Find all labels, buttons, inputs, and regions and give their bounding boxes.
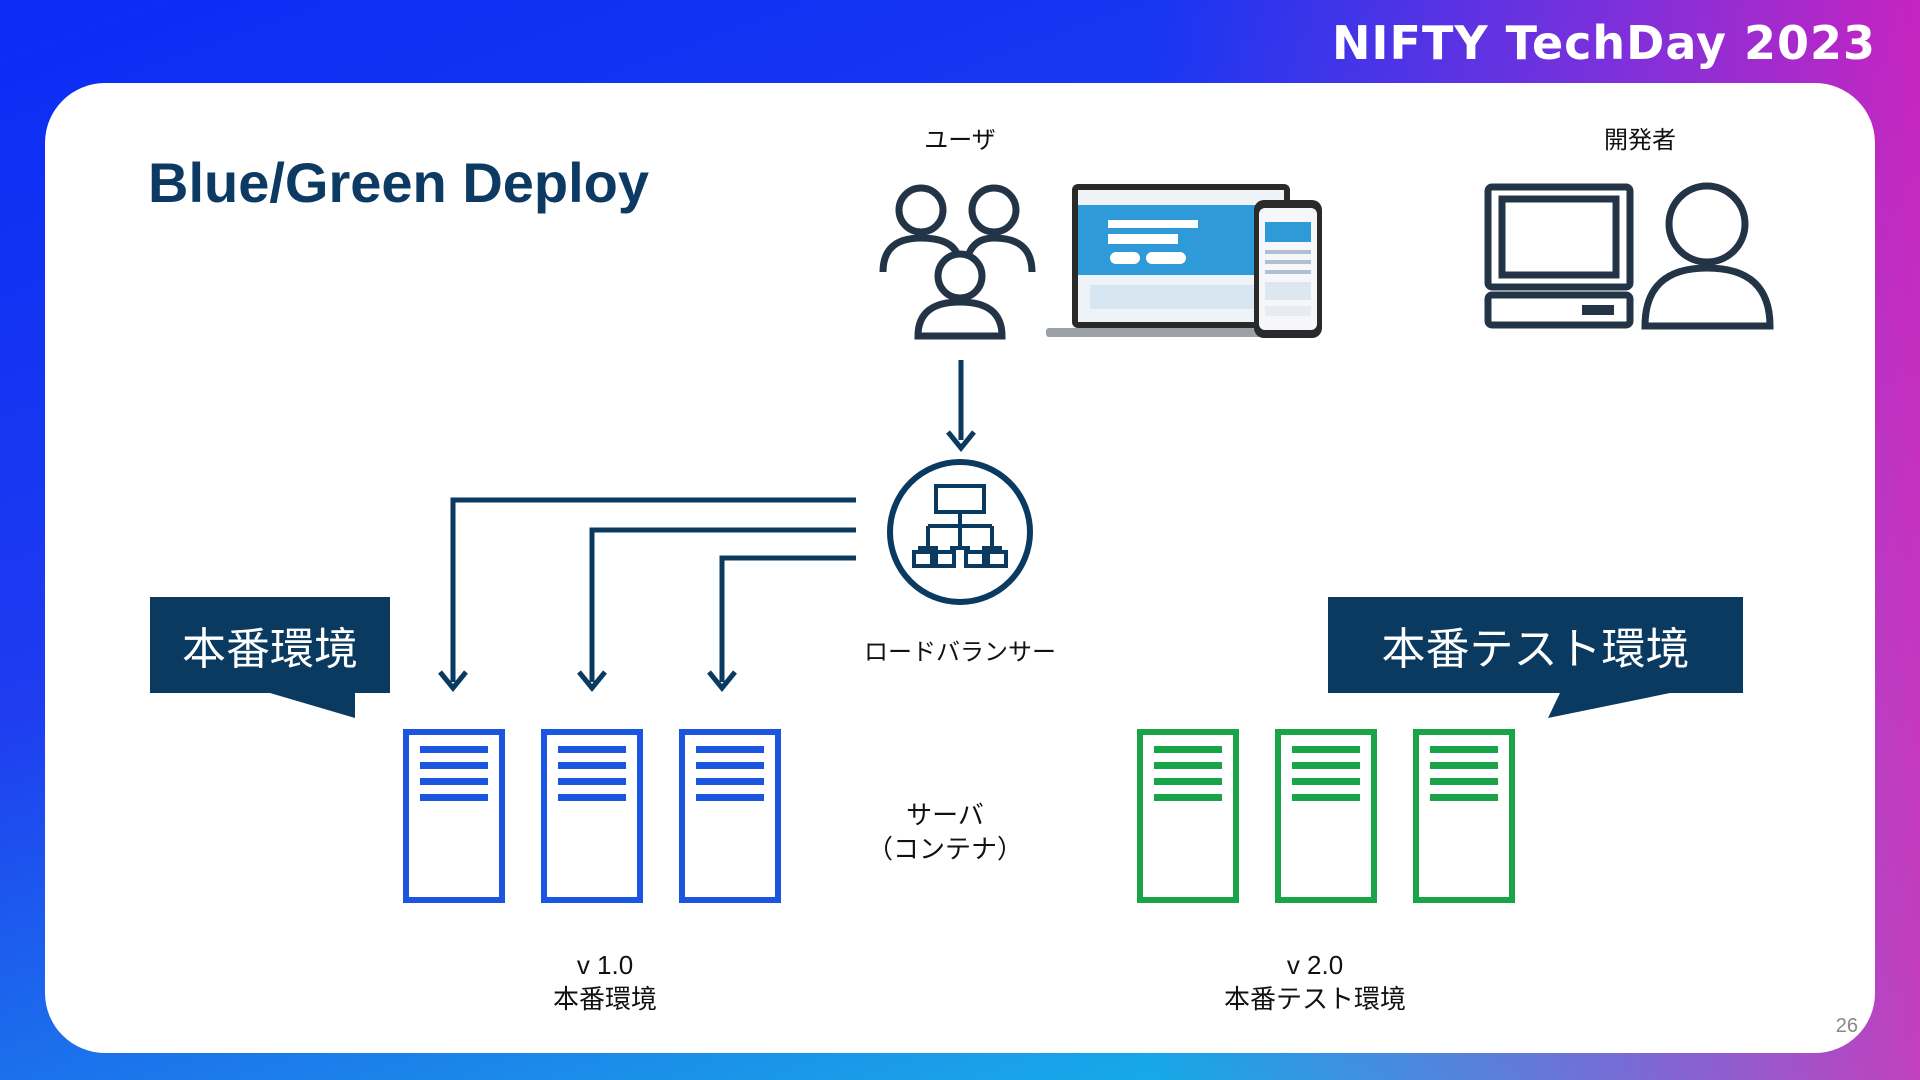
user-label: ユーザ (924, 126, 996, 154)
devices-icon (1046, 184, 1322, 338)
slide-title: Blue/Green Deploy (148, 151, 650, 214)
server-icon (1137, 729, 1239, 903)
brand-logo: NIFTY TechDay 2023 (1331, 16, 1876, 70)
green-servers (1137, 729, 1515, 903)
server-icon (679, 729, 781, 903)
page-number: 26 (1835, 1015, 1858, 1037)
test-tag-tail (1548, 693, 1670, 718)
server-icon (403, 729, 505, 903)
developer-label: 開発者 (1604, 126, 1676, 154)
server-label: サーバ （コンテナ） (866, 800, 1023, 864)
load-balancer-label: ロードバランサー (864, 638, 1056, 666)
developer-icon (1641, 182, 1774, 330)
user-to-lb-arrow (946, 360, 976, 452)
blue-servers (403, 729, 781, 903)
prod-tag-tail (270, 693, 355, 718)
server-icon (1413, 729, 1515, 903)
prod-env-tag: 本番環境 (150, 597, 390, 693)
server-icon (1275, 729, 1377, 903)
server-icon (541, 729, 643, 903)
load-balancer-icon (887, 459, 1033, 605)
routing-arrows (438, 497, 856, 692)
blue-caption: v 1.0 本番環境 (552, 950, 657, 1014)
users-icon (879, 184, 1036, 340)
computer-icon (1484, 183, 1634, 329)
green-caption: v 2.0 本番テスト環境 (1223, 950, 1406, 1014)
test-env-tag: 本番テスト環境 (1328, 597, 1743, 693)
